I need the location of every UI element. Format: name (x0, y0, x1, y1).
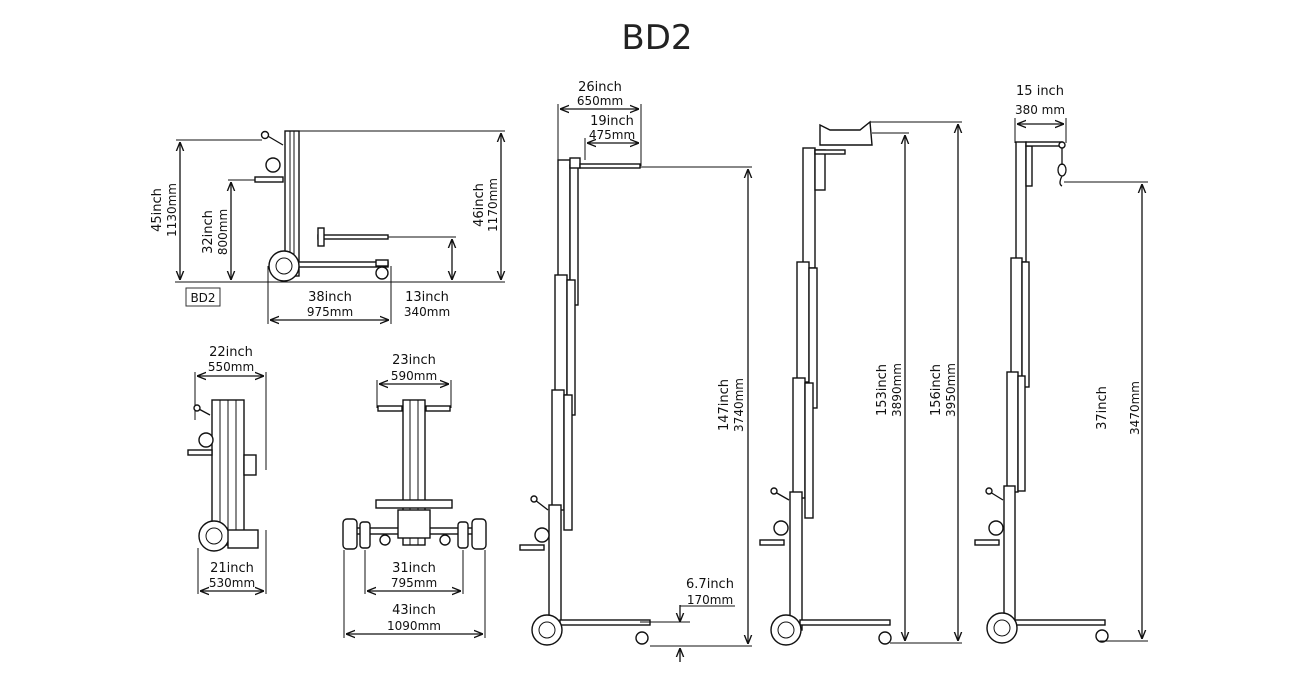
platform-overall-height-inch: 156inch (929, 364, 944, 416)
max-height-inch: 147inch (717, 379, 732, 431)
mast-height-inch: 46inch (472, 183, 487, 227)
handle-height-inch: 32inch (201, 210, 216, 254)
folded-front-view: 22inch 550mm 21inch 530mm (187, 345, 267, 594)
fork-length-inch: 19inch (590, 114, 634, 129)
lift-drawing (187, 399, 259, 552)
outer-width-inch: 43inch (392, 603, 436, 618)
hook-reach-mm: 380 mm (1015, 103, 1065, 117)
mast-height-mm: 1170mm (486, 178, 500, 232)
hook-height-inch: 37inch (1095, 386, 1110, 430)
model-tag: BD2 (190, 291, 215, 305)
min-fork-height-inch: 6.7inch (686, 577, 734, 592)
base-width-mm: 530mm (209, 576, 255, 590)
max-height-mm: 3740mm (732, 378, 746, 432)
inner-width-inch: 31inch (392, 561, 436, 576)
platform-height-mm: 3890mm (890, 363, 904, 417)
hook-reach-inch: 15 inch (1016, 84, 1064, 99)
inner-width-mm: 795mm (391, 576, 437, 590)
outer-width-mm: 1090mm (387, 619, 441, 633)
outer-reach-mm: 650mm (577, 94, 623, 108)
base-width-inch: 21inch (210, 561, 254, 576)
fork-height-mm: 340mm (404, 305, 450, 319)
length-inch: 38inch (308, 290, 352, 305)
hook-height-mm: 3470mm (1128, 381, 1142, 435)
stowed-side-view: BD2 45inch 1130mm 32inch 800mm 46inch 11… (150, 130, 505, 324)
extended-hook-view: 15 inch 380 mm 37inch 3470mm (974, 84, 1148, 644)
lift-drawing (974, 141, 1109, 644)
top-width-mm: 550mm (208, 360, 254, 374)
front-top-width-inch: 23inch (392, 353, 436, 368)
lift-drawing (342, 399, 487, 550)
lift-drawing (759, 120, 892, 646)
handle-height-mm: 800mm (216, 209, 230, 255)
min-fork-height-mm: 170mm (687, 593, 733, 607)
top-width-inch: 22inch (209, 345, 253, 360)
extended-platform-view: 153inch 3890mm 156inch 3950mm (759, 120, 962, 646)
extended-fork-view: 26inch 650mm 19inch 475mm 147inch 3740mm… (519, 80, 752, 662)
length-mm: 975mm (307, 305, 353, 319)
overall-height-mm: 1130mm (165, 183, 179, 237)
overall-height-inch: 45inch (150, 188, 165, 232)
platform-height-inch: 153inch (875, 364, 890, 416)
lift-drawing (519, 157, 651, 646)
lift-drawing: BD2 (185, 130, 389, 307)
outer-reach-inch: 26inch (578, 80, 622, 95)
fork-height-inch: 13inch (405, 290, 449, 305)
front-view: 23inch 590mm 31inch 795mm 43inch 1090mm (342, 353, 487, 638)
platform-overall-height-mm: 3950mm (944, 363, 958, 417)
fork-length-mm: 475mm (589, 128, 635, 142)
front-top-width-mm: 590mm (391, 369, 437, 383)
model-tag-box (185, 287, 221, 307)
page-title: BD2 (621, 18, 693, 58)
